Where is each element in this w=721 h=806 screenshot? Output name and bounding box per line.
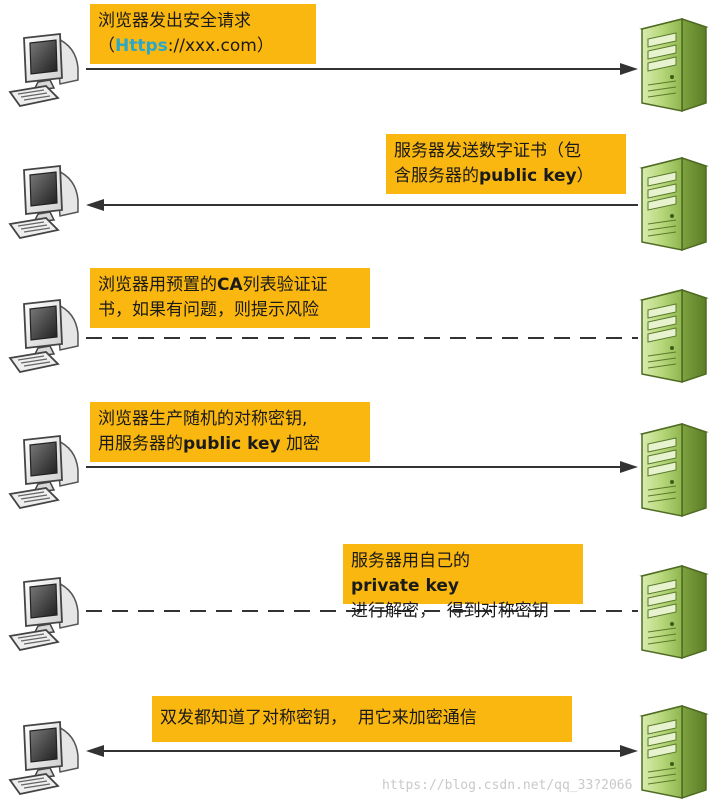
server-icon <box>636 420 712 520</box>
dashed-line <box>86 610 638 612</box>
step-note: 服务器用自己的 private key 进行解密， 得到对称密钥 <box>343 544 583 621</box>
step-note: 浏览器用预置的CA列表验证证 书，如果有问题，则提示风险 <box>90 268 370 328</box>
server-icon <box>636 286 712 386</box>
note-line-1-prefix: 浏览器用预置的 <box>98 275 217 295</box>
step-note: 浏览器生产随机的对称密钥, 用服务器的public key 加密 <box>90 402 370 462</box>
computer-icon <box>6 28 86 108</box>
arrow-line <box>86 199 638 211</box>
note-line-2-suffix: ） <box>576 166 594 186</box>
note-line-2-prefix: （ <box>98 36 115 56</box>
ca-text: CA <box>217 275 243 295</box>
note-line-1: 浏览器生产随机的对称密钥, <box>98 409 308 429</box>
step-2: 服务器发送数字证书（包 含服务器的public key） <box>0 130 721 250</box>
server-icon <box>636 702 712 802</box>
step-note: 服务器发送数字证书（包 含服务器的public key） <box>386 134 626 194</box>
note-line-2: 进行解密， 得到对称密钥 <box>351 601 549 621</box>
private-key-text: private key <box>351 576 459 596</box>
dashed-line <box>86 337 638 339</box>
computer-icon <box>6 572 86 652</box>
step-1: 浏览器发出安全请求 （Https://xxx.com） <box>0 0 721 120</box>
note-line-2-suffix: ://xxx.com） <box>167 36 274 56</box>
step-6: 双发都知道了对称密钥， 用它来加密通信 <box>0 688 721 806</box>
note-line-2: 书，如果有问题，则提示风险 <box>98 300 319 320</box>
computer-icon <box>6 160 86 240</box>
computer-icon <box>6 430 86 510</box>
public-key-text: public key <box>183 434 281 454</box>
step-5: 服务器用自己的 private key 进行解密， 得到对称密钥 <box>0 540 721 660</box>
step-3: 浏览器用预置的CA列表验证证 书，如果有问题，则提示风险 <box>0 264 721 384</box>
watermark: https://blog.csdn.net/qq_33?2066 <box>382 778 633 793</box>
note-line-1-prefix: 服务器用自己的 <box>351 551 470 571</box>
note-line-1: 服务器发送数字证书（包 <box>394 141 581 161</box>
note-line-1: 双发都知道了对称密钥， 用它来加密通信 <box>160 708 477 728</box>
arrow-line <box>86 461 638 473</box>
note-line-2-suffix: 加密 <box>280 434 320 454</box>
https-text: Https <box>115 36 168 56</box>
server-icon <box>636 15 712 115</box>
step-note: 浏览器发出安全请求 （Https://xxx.com） <box>90 4 316 64</box>
note-line-2-prefix: 含服务器的 <box>394 166 479 186</box>
note-line-2-prefix: 用服务器的 <box>98 434 183 454</box>
server-icon <box>636 154 712 254</box>
computer-icon <box>6 716 86 796</box>
public-key-text: public key <box>479 166 577 186</box>
server-icon <box>636 562 712 662</box>
double-arrow-line <box>86 745 638 757</box>
computer-icon <box>6 294 86 374</box>
note-line-1: 浏览器发出安全请求 <box>98 11 251 31</box>
note-line-1-suffix: 列表验证证 <box>242 275 328 295</box>
step-note: 双发都知道了对称密钥， 用它来加密通信 <box>152 696 572 742</box>
step-4: 浏览器生产随机的对称密钥, 用服务器的public key 加密 <box>0 400 721 520</box>
arrow-line <box>86 63 638 75</box>
